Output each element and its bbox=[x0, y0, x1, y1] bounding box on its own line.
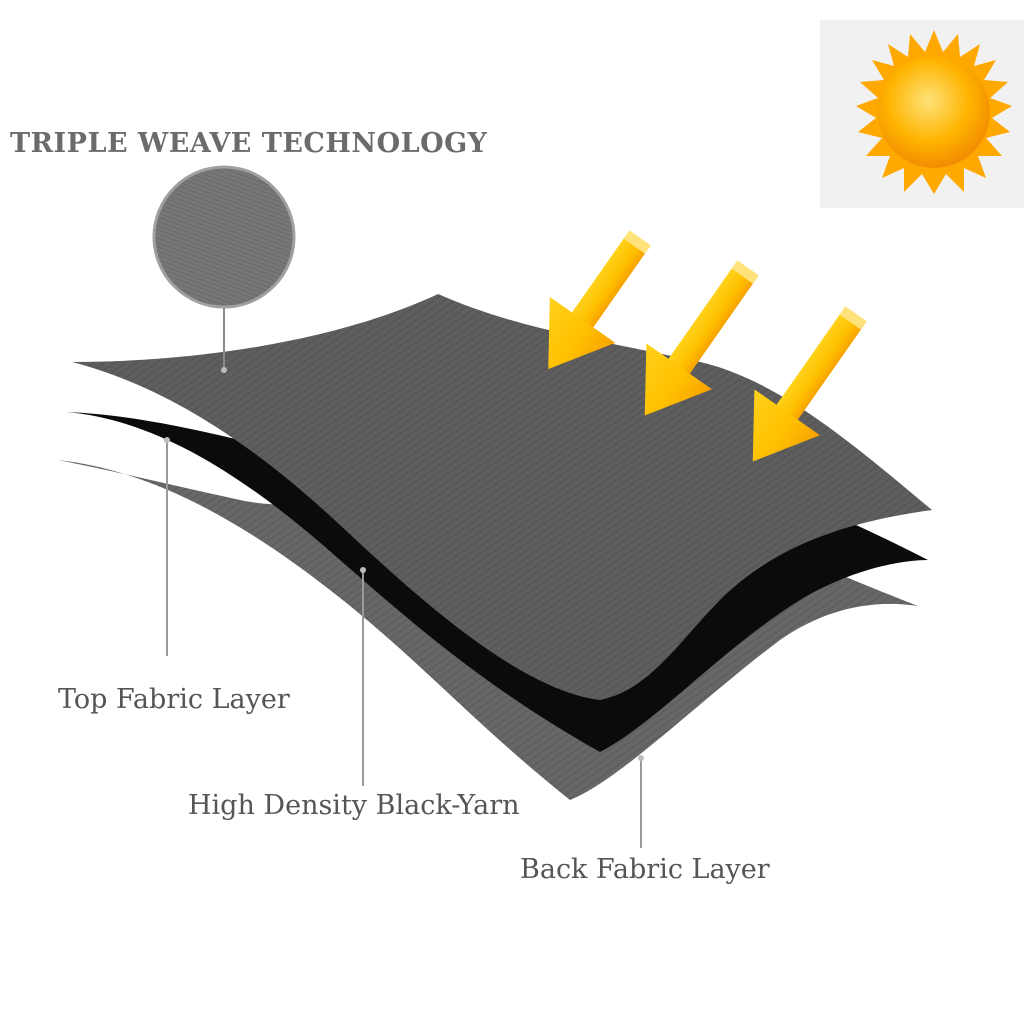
black-yarn-layer-label: High Density Black-Yarn bbox=[188, 790, 520, 821]
sun-panel bbox=[820, 20, 1024, 208]
top-layer-leader-dot bbox=[164, 437, 170, 443]
sun-icon bbox=[856, 30, 1012, 194]
sunlight-arrow-icon bbox=[548, 230, 651, 370]
top-fabric-layer-label: Top Fabric Layer bbox=[58, 684, 290, 715]
top-fabric-layer bbox=[72, 294, 932, 700]
back-fabric-layer-label: Back Fabric Layer bbox=[520, 854, 770, 885]
swatch-pointer-dot bbox=[221, 367, 227, 373]
back-layer-leader-dot bbox=[638, 755, 644, 761]
sunlight-arrow-icon bbox=[752, 306, 867, 462]
fabric-swatch-icon bbox=[152, 165, 296, 309]
sunlight-arrow-icon bbox=[644, 260, 759, 416]
black-yarn-leader-dot bbox=[360, 567, 366, 573]
diagram-title: TRIPLE WEAVE TECHNOLOGY bbox=[10, 128, 488, 159]
